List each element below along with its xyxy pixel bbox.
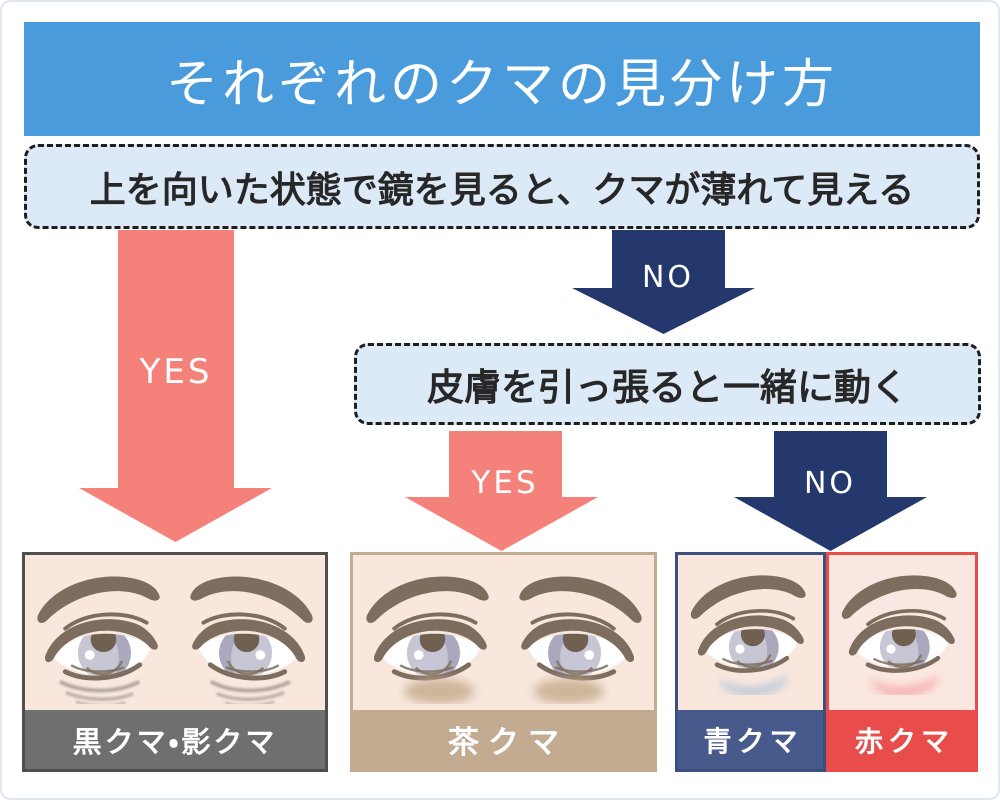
- result-panel-blue-kuma: 青クマ: [675, 552, 826, 772]
- yes-arrow-1-shape: [79, 230, 272, 542]
- question-box-2: 皮膚を引っ張ると一緒に動く: [354, 343, 981, 425]
- eye-illustration: [682, 557, 820, 695]
- no-arrow-2-label: NO: [804, 466, 856, 501]
- brown-kuma-illustration: [353, 555, 654, 710]
- result-label-red: 赤クマ: [829, 710, 975, 769]
- yes-arrow-2-shape: [405, 431, 598, 551]
- red-kuma-illustration: [829, 555, 975, 710]
- no-arrow-2-shape: [734, 431, 927, 551]
- black-kuma-illustration: [25, 555, 325, 710]
- blue-kuma-illustration: [678, 555, 823, 710]
- question-2-text: 皮膚を引っ張ると一緒に動く: [427, 366, 908, 409]
- eye-illustration: [833, 557, 971, 695]
- result-panel-black-kuma: 黒クマ・影クマ: [22, 552, 328, 772]
- result-label-black: 黒クマ・影クマ: [25, 710, 325, 769]
- yes-arrow-1: YES: [79, 230, 272, 542]
- yes-arrow-2: YES: [405, 431, 598, 551]
- no-arrow-1-shape: [572, 230, 755, 334]
- eye-illustration: [357, 557, 504, 704]
- yes-arrow-1-label: YES: [139, 352, 213, 392]
- eye-illustration: [504, 557, 651, 704]
- result-panel-red-kuma: 赤クマ: [826, 552, 978, 772]
- page-title: それぞれのクマの見分け方: [24, 22, 980, 136]
- question-1-text: 上を向いた状態で鏡を見ると、クマが薄れて見える: [89, 169, 915, 211]
- no-arrow-1: NO: [572, 230, 755, 334]
- result-label-blue: 青クマ: [678, 710, 823, 769]
- no-arrow-1-label: NO: [642, 260, 694, 295]
- eye-illustration: [28, 557, 175, 704]
- no-arrow-2: NO: [734, 431, 927, 551]
- yes-arrow-2-label: YES: [470, 465, 538, 501]
- result-label-brown: 茶クマ: [353, 710, 654, 769]
- eye-illustration: [175, 557, 322, 704]
- question-box-1: 上を向いた状態で鏡を見ると、クマが薄れて見える: [24, 144, 980, 229]
- result-panel-brown-kuma: 茶クマ: [350, 552, 657, 772]
